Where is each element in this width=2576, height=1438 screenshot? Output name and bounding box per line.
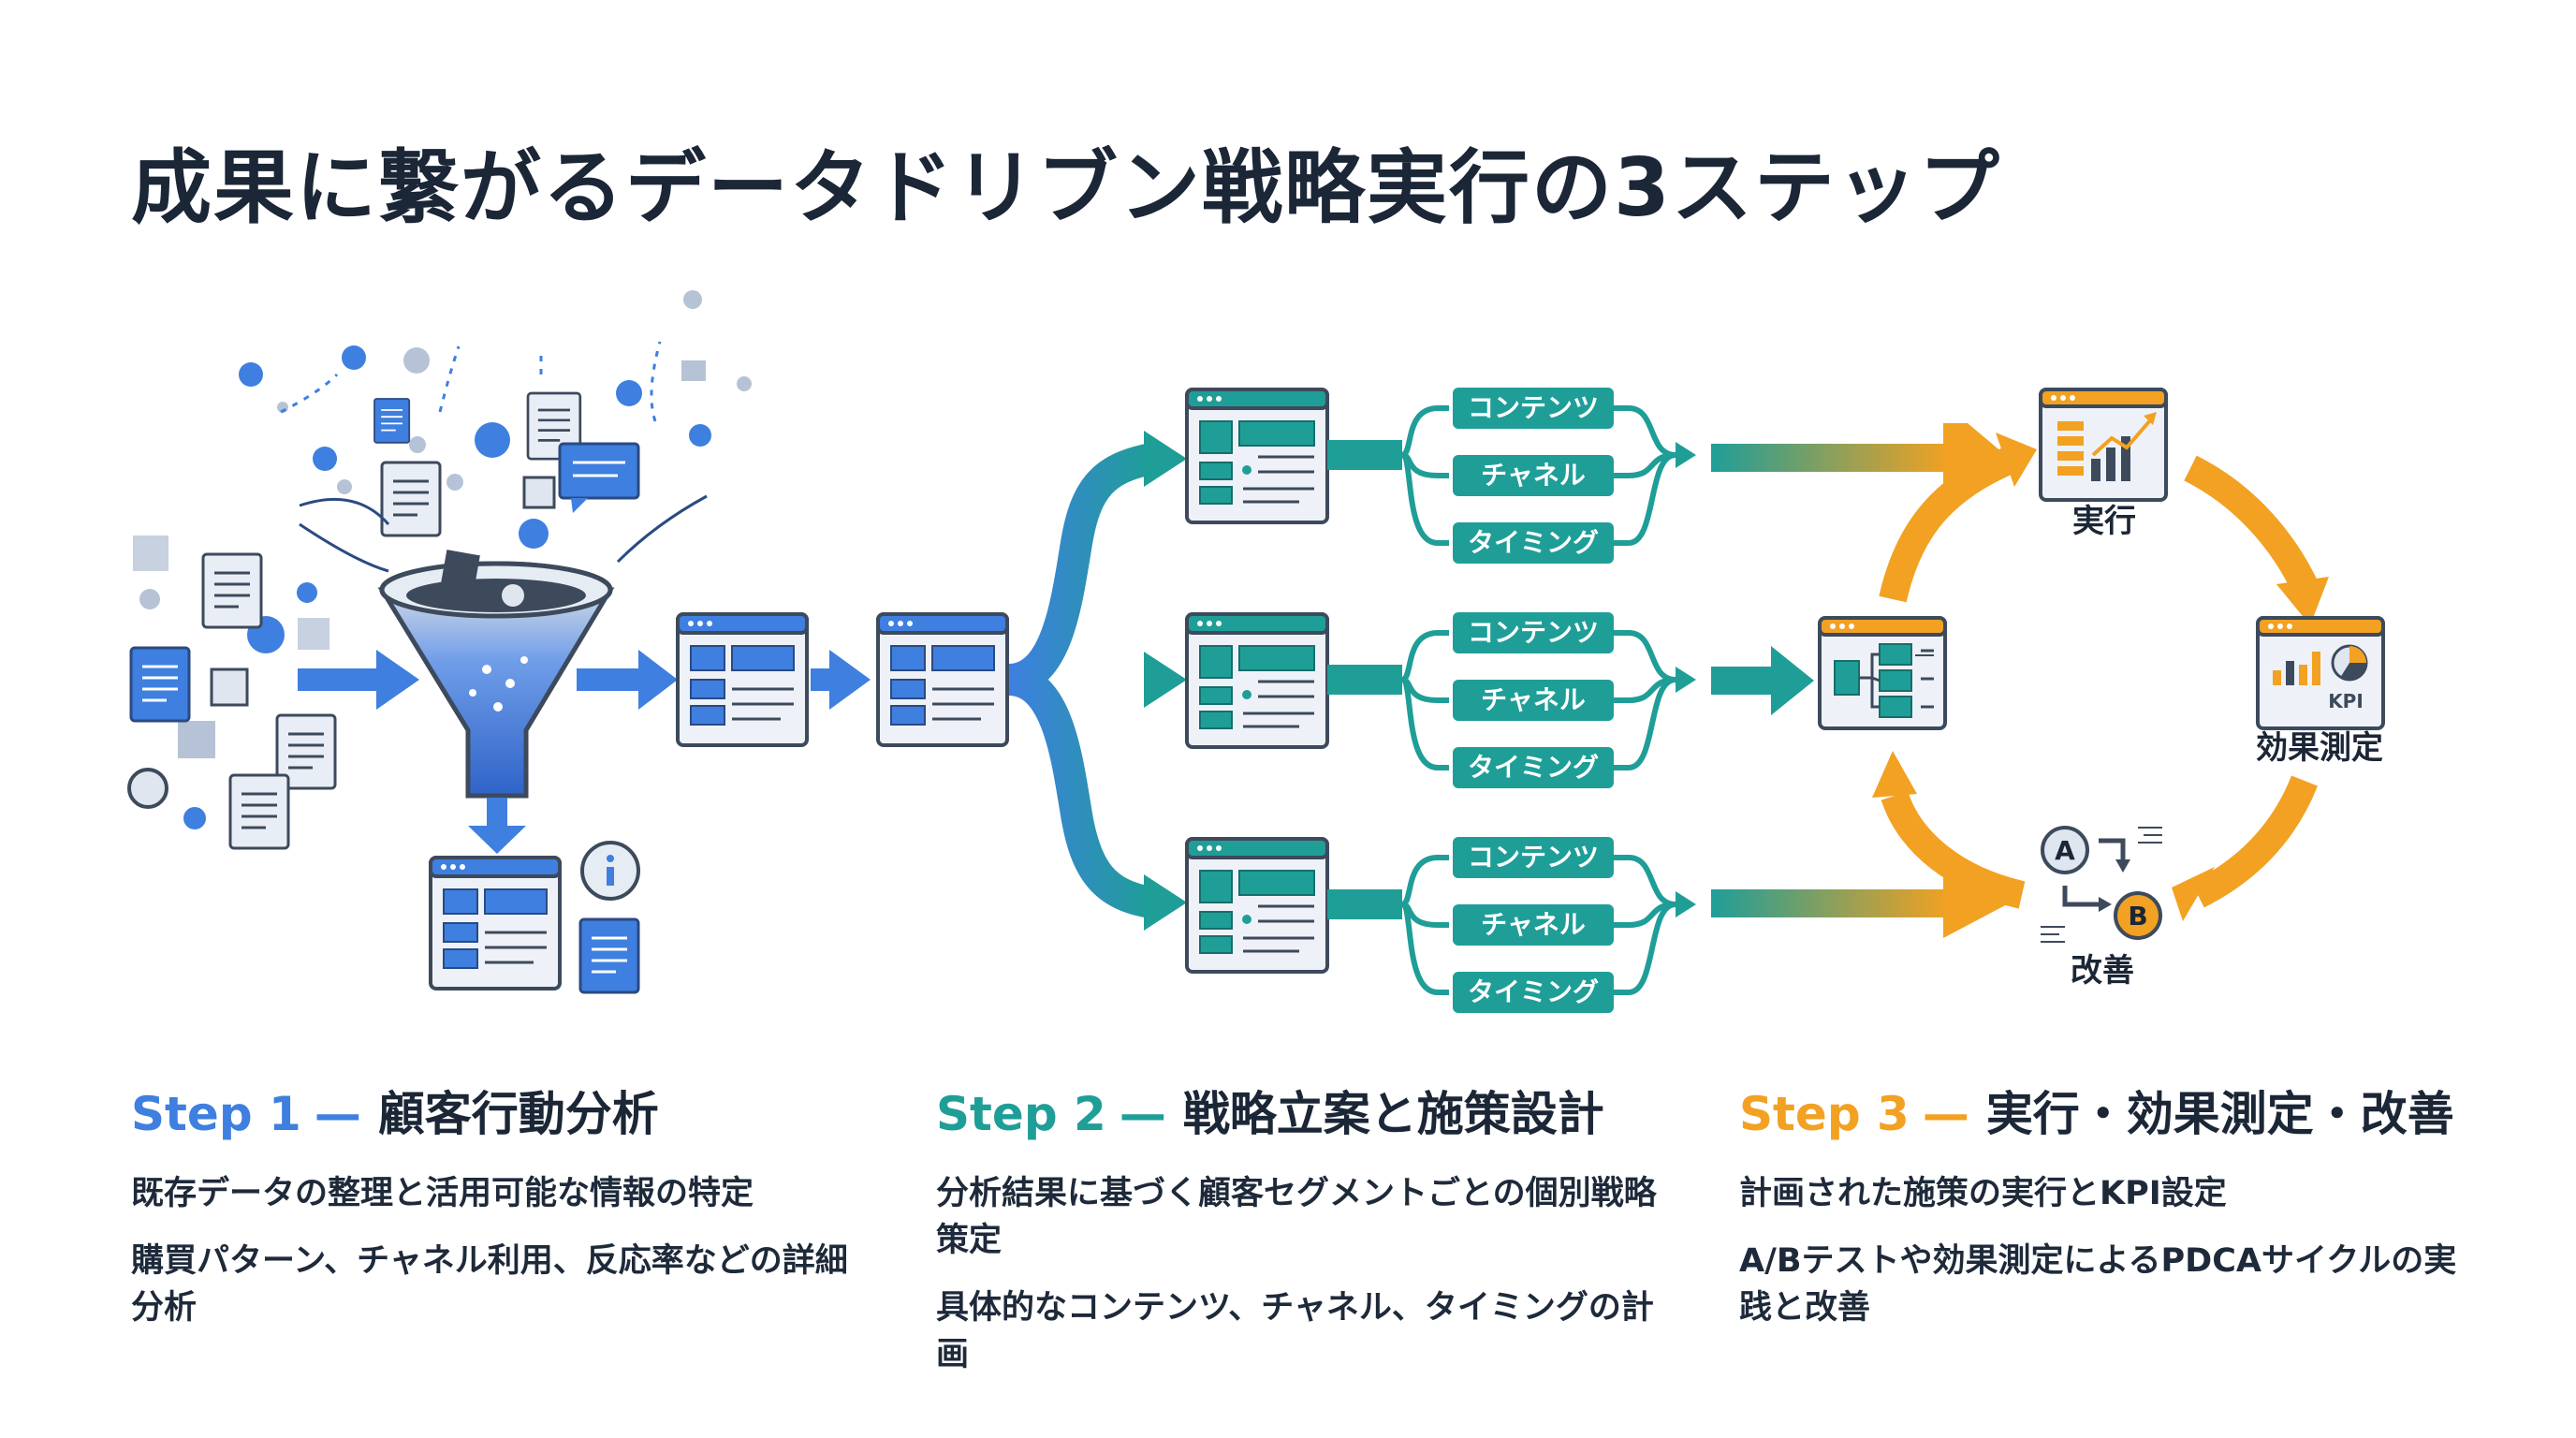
execute-label: 実行: [2072, 503, 2136, 540]
tactic-label: タイミング: [1468, 752, 1599, 783]
ab-test-icon: [2041, 826, 2162, 943]
step-2-dash: —: [1119, 1087, 1166, 1141]
step-1-dash: —: [314, 1087, 361, 1141]
info-document-icon: [578, 841, 640, 994]
ab-label-a: A: [2055, 835, 2075, 866]
step-1-bullet-1: 既存データの整理と活用可能な情報の特定: [131, 1175, 754, 1212]
tactic-pill: [1453, 455, 1614, 496]
step-3-bullet-1: 計画された施策の実行とKPI設定: [1739, 1175, 2227, 1212]
step-1-number: Step 1: [131, 1087, 301, 1141]
step-1-heading: Step 1— 顧客行動分析: [131, 1077, 899, 1144]
tactic-pill: [1453, 972, 1614, 1013]
tactic-label: タイミング: [1468, 527, 1599, 558]
tactic-pill: [1453, 680, 1614, 721]
kpi-badge: KPI: [2328, 690, 2364, 712]
step-2-bullet-2: 具体的なコンテンツ、チャネル、タイミングの計画: [936, 1289, 1654, 1373]
plan-window: [1818, 616, 1947, 730]
strategy-flow-diagram: コンテンツチャネルタイミングコンテンツチャネルタイミングコンテンツチャネルタイミ…: [127, 290, 2385, 1013]
insight-window: [429, 856, 562, 990]
page-title: 成果に繋がるデータドリブン戦略実行の3ステップ: [131, 141, 2001, 235]
cycle-arrowheads: [1872, 433, 2329, 921]
step-3-bullet-2: A/Bテストや効果測定によるPDCAサイクルの実践と改善: [1739, 1242, 2457, 1327]
branch-groups: コンテンツチャネルタイミングコンテンツチャネルタイミングコンテンツチャネルタイミ…: [1327, 388, 1696, 1013]
tactic-pill: [1453, 837, 1614, 878]
step-2-heading: Step 2— 戦略立案と施策設計: [936, 1077, 1704, 1144]
tactic-pill: [1453, 388, 1614, 429]
step-2-bullet-1: 分析結果に基づく顧客セグメントごとの個別戦略策定: [936, 1175, 1657, 1259]
tactic-label: タイミング: [1468, 976, 1599, 1007]
data-sources-cluster: [127, 290, 752, 850]
tactic-label: チャネル: [1481, 909, 1586, 940]
kpi-icon: [2256, 616, 2385, 730]
cycle-arrows: [1879, 446, 2318, 909]
step-3-dash: —: [1922, 1087, 1969, 1141]
step-1-panel: Step 1— 顧客行動分析 既存データの整理と活用可能な情報の特定 購買パターン…: [131, 1077, 899, 1331]
step-3-name: 実行・効果測定・改善: [1985, 1087, 2454, 1141]
funnel-icon: [377, 550, 615, 799]
step-3-panel: Step 3— 実行・効果測定・改善 計画された施策の実行とKPI設定 A/Bテス…: [1739, 1077, 2507, 1331]
ab-label-b: B: [2128, 901, 2147, 932]
segment-window-2: [1185, 612, 1329, 749]
step1-arrows: [298, 650, 871, 854]
execute-icon: [2039, 388, 2168, 502]
branch-connectors: [1007, 431, 1187, 931]
tactic-label: チャネル: [1481, 460, 1586, 491]
measure-label: 効果測定: [2256, 729, 2383, 767]
improve-label: 改善: [2071, 952, 2134, 990]
tactic-label: コンテンツ: [1468, 842, 1599, 873]
step-1-bullet-2: 購買パターン、チャネル利用、反応率などの詳細分析: [131, 1242, 848, 1327]
step-2-panel: Step 2— 戦略立案と施策設計 分析結果に基づく顧客セグメントごとの個別戦略策…: [936, 1077, 1704, 1378]
segment-window-3: [1185, 837, 1329, 974]
analysis-window-2: [876, 612, 1009, 747]
tactic-pill: [1453, 612, 1614, 653]
tactic-label: チャネル: [1481, 684, 1586, 715]
analysis-window-1: [676, 612, 809, 747]
segment-window-1: [1185, 388, 1329, 524]
step-2-name: 戦略立案と施策設計: [1182, 1087, 1604, 1141]
tactic-pill: [1453, 747, 1614, 788]
step-3-heading: Step 3— 実行・効果測定・改善: [1739, 1077, 2507, 1144]
step-2-number: Step 2: [936, 1087, 1106, 1141]
step-1-name: 顧客行動分析: [377, 1087, 659, 1141]
tactic-pill: [1453, 522, 1614, 564]
step-3-number: Step 3: [1739, 1087, 1910, 1141]
tactic-label: コンテンツ: [1468, 617, 1599, 648]
tactic-label: コンテンツ: [1468, 392, 1599, 423]
tactic-pill: [1453, 904, 1614, 946]
